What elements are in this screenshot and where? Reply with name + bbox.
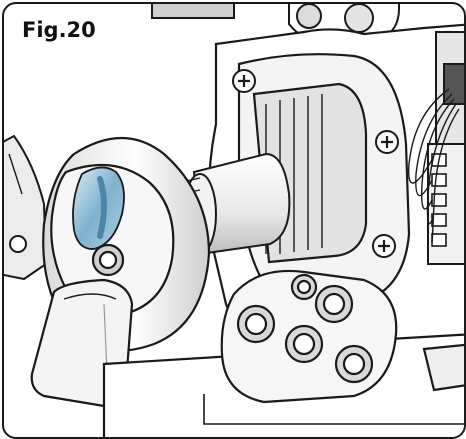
mechanical-assembly-illustration [4, 4, 464, 437]
figure-label: Fig.20 [22, 18, 96, 42]
wire-harness [407, 88, 460, 243]
screw-right-icon [375, 130, 399, 154]
left-bracket [4, 134, 48, 281]
housing-screws [232, 69, 399, 258]
knob-window [72, 166, 125, 250]
screw-top-left-icon [232, 69, 256, 93]
mounting-plate [102, 269, 464, 437]
screw-bottom-icon [372, 234, 396, 258]
